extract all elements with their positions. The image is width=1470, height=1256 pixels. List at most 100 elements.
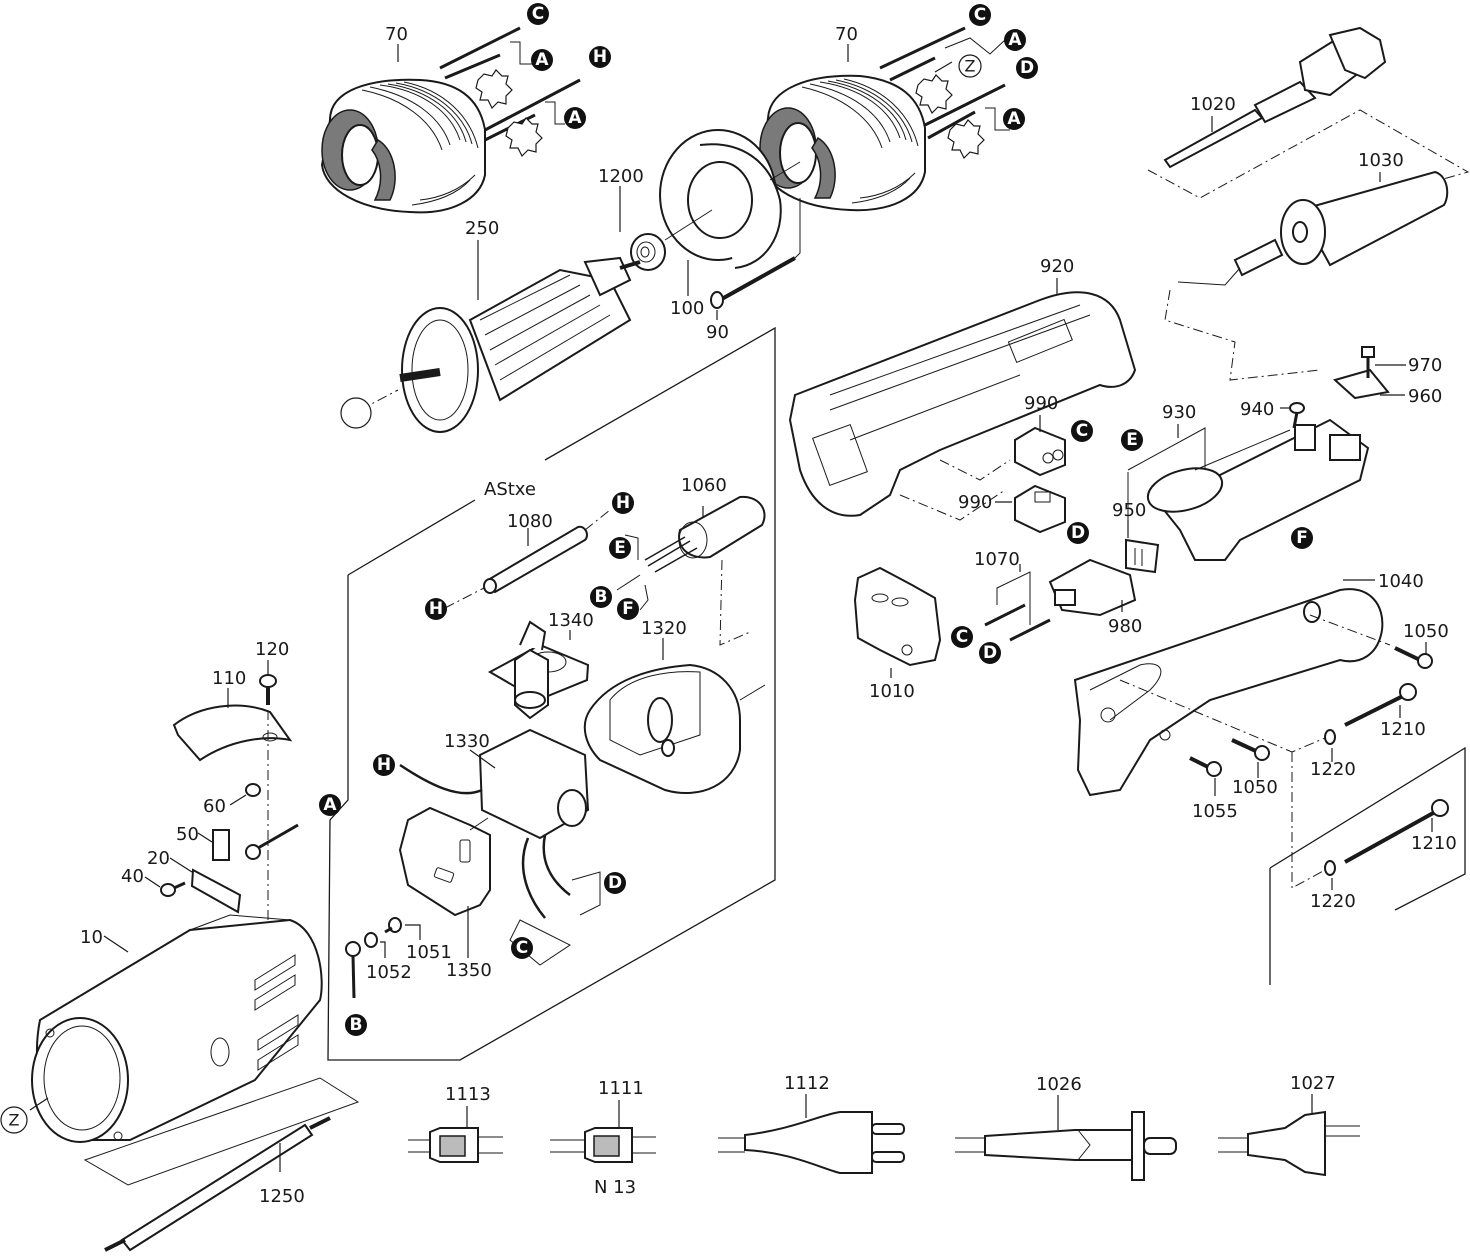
marker-a: A [531,49,553,71]
label-110: 110 [212,668,246,689]
label-930: 930 [1162,402,1196,423]
marker-e: E [609,537,631,559]
plug-1113 [408,1127,503,1163]
label-10: 10 [80,927,103,948]
plate-1350 [398,806,491,917]
label-70-right: 70 [835,24,858,45]
screw-1050-upper [1309,614,1433,669]
label-1027: 1027 [1290,1073,1336,1094]
label-1210-lower: 1210 [1411,833,1457,854]
label-1350: 1350 [446,960,492,981]
brush-cover-110 [172,704,293,762]
optional-parts-frame [1269,746,1466,985]
label-1112: 1112 [784,1073,830,1094]
svg-text:C: C [956,627,968,647]
svg-text:C: C [532,4,544,24]
marker-b: B [345,1014,367,1036]
label-250: 250 [465,218,499,239]
label-980: 980 [1108,616,1142,637]
marker-c: C [951,626,973,648]
label-1250: 1250 [259,1186,305,1207]
svg-text:D: D [983,643,997,663]
label-40: 40 [121,866,144,887]
marker-d: D [1067,522,1089,544]
marker-f: F [1291,527,1313,549]
label-70-left: 70 [385,24,408,45]
screw-1050-lower [1231,738,1270,761]
label-1010: 1010 [869,681,915,702]
blank-reference-marker [340,397,372,429]
screw-1051 [384,917,402,934]
svg-text:B: B [350,1015,363,1035]
label-1026: 1026 [1036,1074,1082,1095]
marker-z: Z [0,1106,28,1134]
capacitor-1060 [616,495,766,646]
screw-1210-upper [1344,683,1417,727]
switch-guide-dashed [899,459,1011,521]
label-950: 950 [1112,500,1146,521]
svg-text:C: C [516,938,528,958]
stud-guide [83,1077,360,1186]
pad-950 [1125,538,1160,574]
marker-b: B [590,586,612,608]
plug-1112 [718,1111,905,1174]
cable-sleeve-1030 [1164,170,1449,381]
washer-1220-lower [1324,860,1336,876]
svg-text:A: A [1008,30,1022,50]
svg-text:A: A [323,795,337,815]
svg-text:B: B [595,587,608,607]
marker-a: A [564,107,586,129]
svg-text:D: D [1020,58,1034,78]
svg-text:Z: Z [965,57,976,76]
label-1080: 1080 [507,511,553,532]
handle-shell-920 [788,291,1137,517]
marker-h: H [589,46,611,68]
svg-text:D: D [608,873,622,893]
motor-housing-10 [31,914,323,1143]
sleeve-1080 [444,509,611,609]
connection-markers: C A H A C A D A C D E F C D H H E B F H … [319,3,1313,1036]
marker-d: D [979,642,1001,664]
screw-40 [160,881,186,897]
svg-text:H: H [593,47,607,67]
label-1020: 1020 [1190,94,1236,115]
screw-90 [710,198,801,309]
field-coil-left [320,26,581,214]
plate-1010 [853,566,942,667]
leader-lines [29,44,1433,1172]
label-1050-upper: 1050 [1403,621,1449,642]
svg-text:E: E [1126,430,1138,450]
part-labels: 70 70 1200 250 100 90 1020 1030 920 970 … [80,24,1457,1207]
ring-terminal-cable [345,941,361,999]
terminal-block-990-top [1014,426,1066,477]
svg-text:F: F [1296,528,1308,548]
label-1060: 1060 [681,475,727,496]
plug-1027 [1218,1110,1360,1177]
screw-1210-lower [1344,799,1449,864]
label-1220-lower: 1220 [1310,891,1356,912]
carbon-brush-50 [212,829,230,861]
label-1030: 1030 [1358,150,1404,171]
plug-1111 [550,1127,656,1163]
svg-text:A: A [535,50,549,70]
label-1220-upper: 1220 [1310,759,1356,780]
marker-h: H [612,492,634,514]
svg-text:A: A [1007,109,1021,129]
marker-c: C [527,3,549,25]
marker-c: C [511,937,533,959]
group-label-astxe: AStxe [484,479,536,500]
electronic-module-1330 [399,648,601,966]
marker-e: E [1121,429,1143,451]
power-cable-1020 [1163,26,1387,169]
field-coil-right [759,26,1010,212]
label-990-top: 990 [1024,393,1058,414]
label-1055: 1055 [1192,801,1238,822]
label-1200: 1200 [598,166,644,187]
marker-f: F [617,598,639,620]
label-970: 970 [1408,355,1442,376]
marker-d: D [1016,57,1038,79]
label-920: 920 [1040,256,1074,277]
svg-text:A: A [568,108,582,128]
ring-terminal-a [245,823,299,860]
